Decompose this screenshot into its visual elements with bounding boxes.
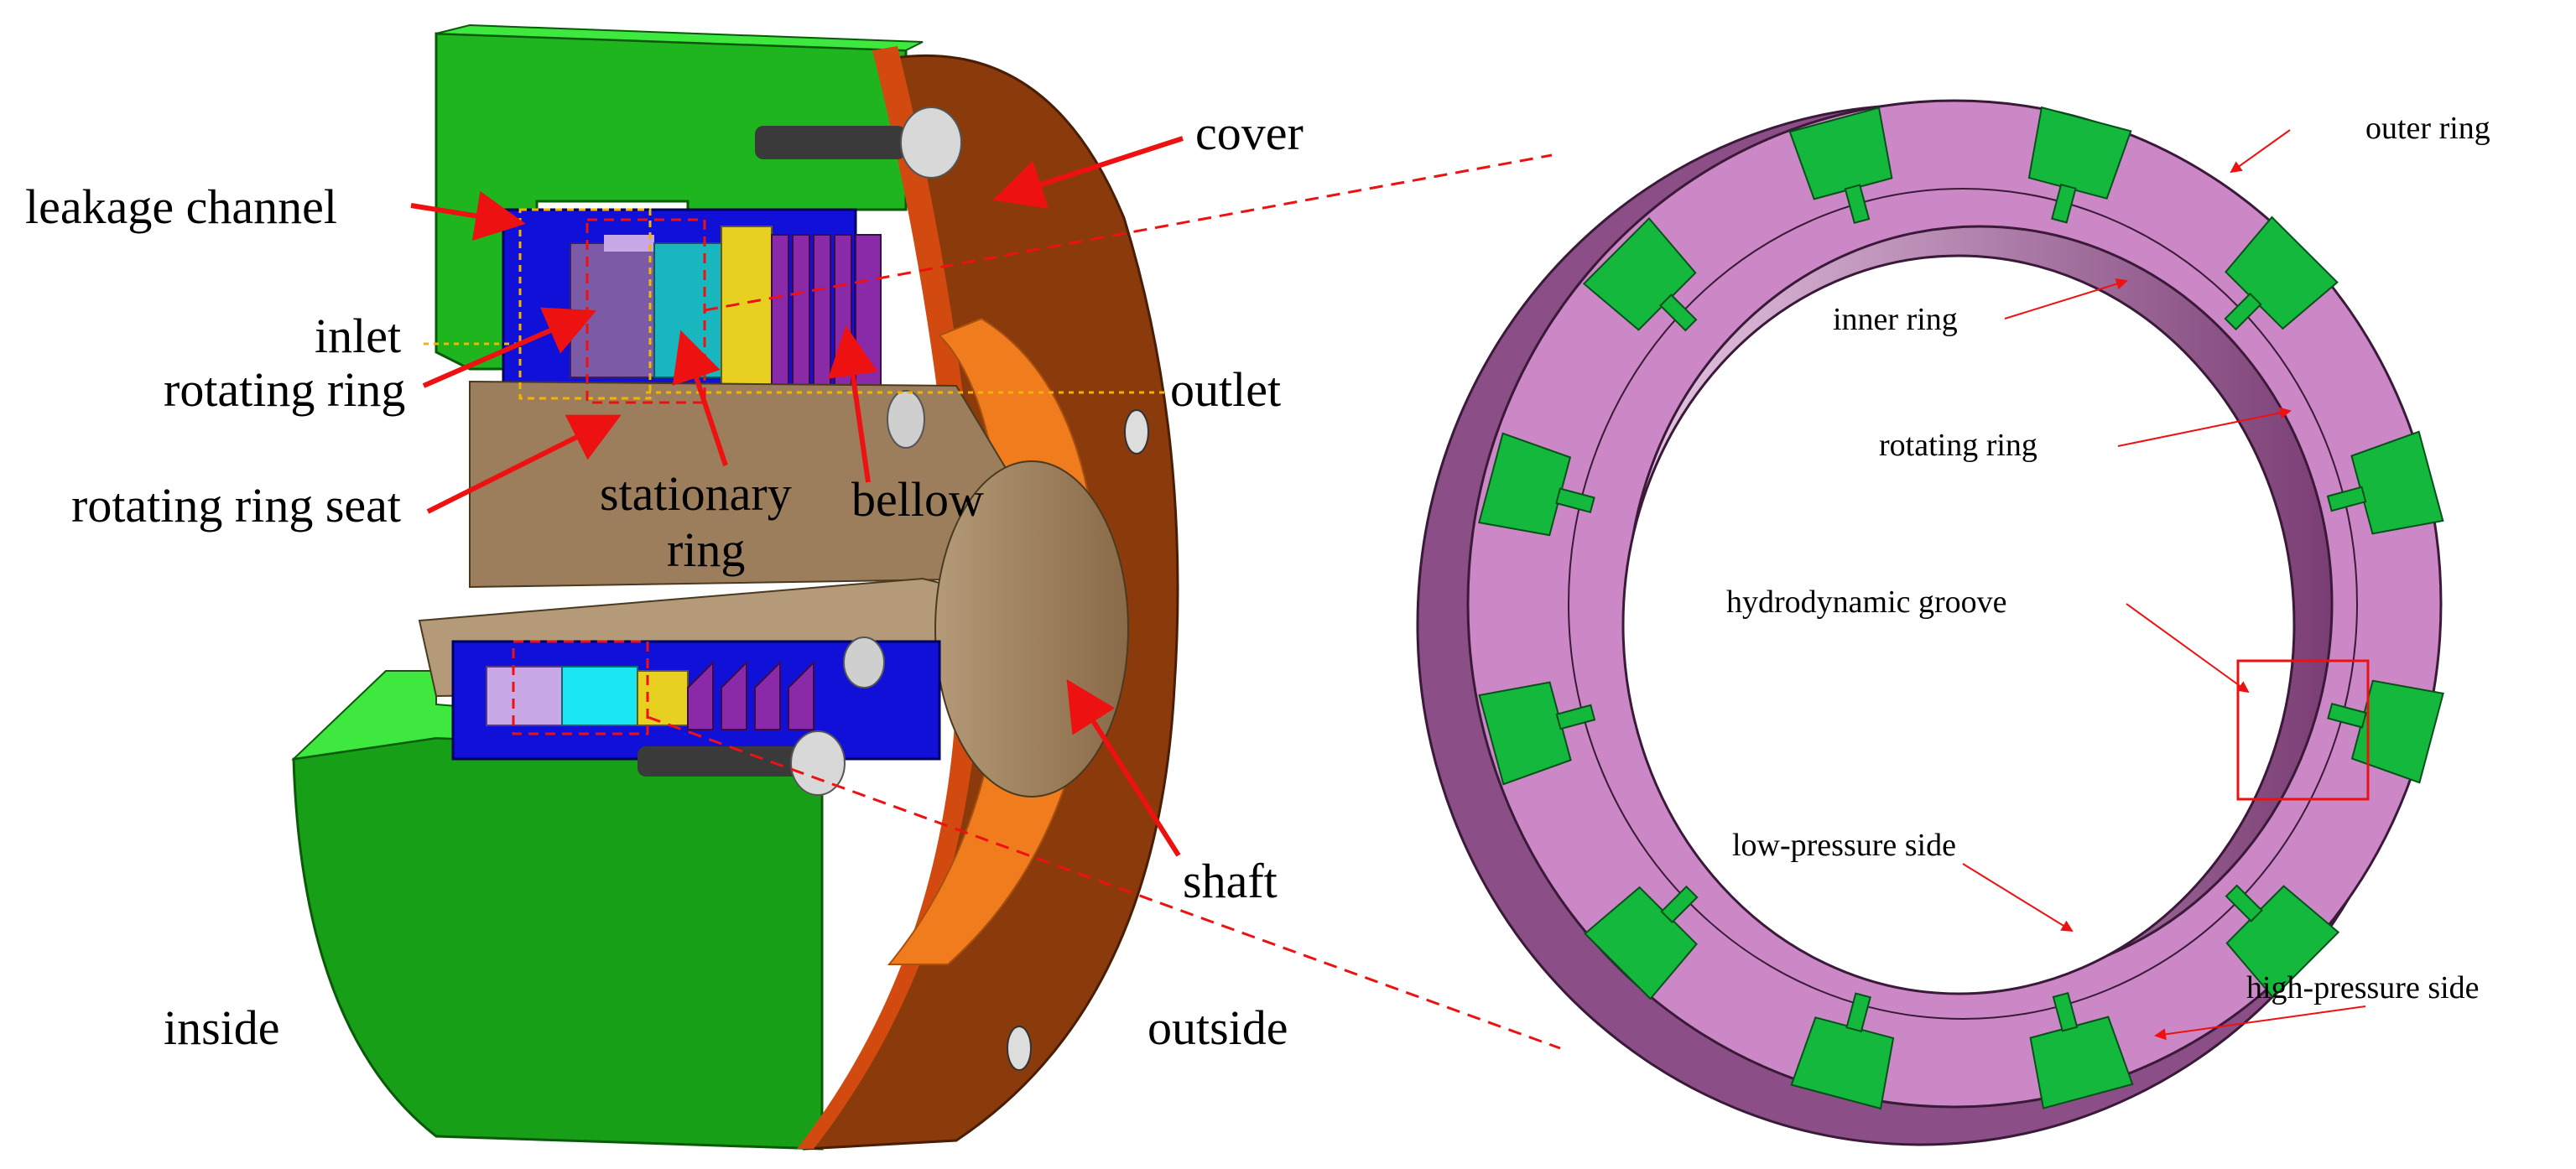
groove <box>2225 884 2340 1000</box>
rotating-ring-upper <box>570 242 655 378</box>
label-bellow: bellow <box>851 472 984 527</box>
groove <box>1790 992 1895 1110</box>
label-high-pressure-side: high-pressure side <box>2246 970 2480 1005</box>
cover-rim <box>797 46 982 1149</box>
pin-lower <box>843 636 885 688</box>
left-labels: cover leakage channel inlet rotating rin… <box>25 106 1304 1055</box>
right-arrows <box>1962 129 2366 1041</box>
detail-box-leakage <box>518 208 652 400</box>
ring-inner-edge <box>1568 188 2358 1020</box>
right-labels: outer ring inner ring rotating ring hydr… <box>1726 111 2490 1005</box>
hydrodynamic-grooves <box>1478 106 2444 1110</box>
label-rotating-ring-left: rotating ring <box>164 362 405 417</box>
label-rotating-ring-right: rotating ring <box>1879 428 2037 463</box>
groove <box>2327 679 2444 784</box>
label-hydrodynamic-groove: hydrodynamic groove <box>1726 584 2007 620</box>
screw-hole-top <box>1124 409 1149 455</box>
label-outside: outside <box>1147 1000 1288 1055</box>
label-cover: cover <box>1195 106 1304 160</box>
groove <box>1582 216 1698 332</box>
label-ring: ring <box>667 522 745 577</box>
groove <box>1478 432 1595 537</box>
label-low-pressure-side: low-pressure side <box>1732 828 1956 863</box>
groove <box>2029 991 2134 1109</box>
seal-assembly-drawing <box>291 23 1179 1151</box>
label-outlet: outlet <box>1170 362 1281 417</box>
rotating-ring-drawing <box>1416 99 2444 1146</box>
label-leakage-channel: leakage channel <box>25 179 337 234</box>
pin-upper <box>887 390 925 449</box>
bolt-upper <box>755 126 906 159</box>
screw-hole-bottom <box>1007 1026 1032 1071</box>
bolt-head-upper <box>900 107 962 179</box>
bolt-lower <box>637 746 805 777</box>
groove <box>1788 107 1893 225</box>
detail-box-lower <box>512 640 649 735</box>
label-rotating-ring-seat: rotating ring seat <box>71 478 401 533</box>
zoom-line-upper <box>704 153 1553 312</box>
label-stationary: stationary <box>600 466 792 521</box>
bellow-lower <box>687 660 814 730</box>
groove <box>2326 430 2444 535</box>
groove-highlight-box <box>2236 659 2370 801</box>
bolt-head-lower <box>790 730 846 796</box>
left-arrows <box>410 136 1184 857</box>
ring-bore <box>1621 254 2296 995</box>
label-inlet: inlet <box>315 309 401 363</box>
lower-housing <box>292 736 824 1151</box>
label-inner-ring: inner ring <box>1833 302 1958 337</box>
label-shaft: shaft <box>1183 854 1278 908</box>
label-outer-ring: outer ring <box>2365 111 2490 146</box>
zoom-line-lower <box>647 715 1561 1050</box>
rotating-ring-face-upper <box>604 235 654 252</box>
label-inside: inside <box>164 1000 280 1055</box>
upper-housing-top <box>435 23 924 52</box>
groove <box>1584 885 1699 1000</box>
retainer-lower <box>637 670 689 726</box>
rotating-ring-lower <box>486 666 563 726</box>
stationary-ring-lower <box>561 666 638 726</box>
bellow-upper <box>771 234 882 387</box>
groove <box>2224 216 2339 331</box>
groove <box>1478 681 1596 786</box>
groove <box>2027 106 2132 224</box>
